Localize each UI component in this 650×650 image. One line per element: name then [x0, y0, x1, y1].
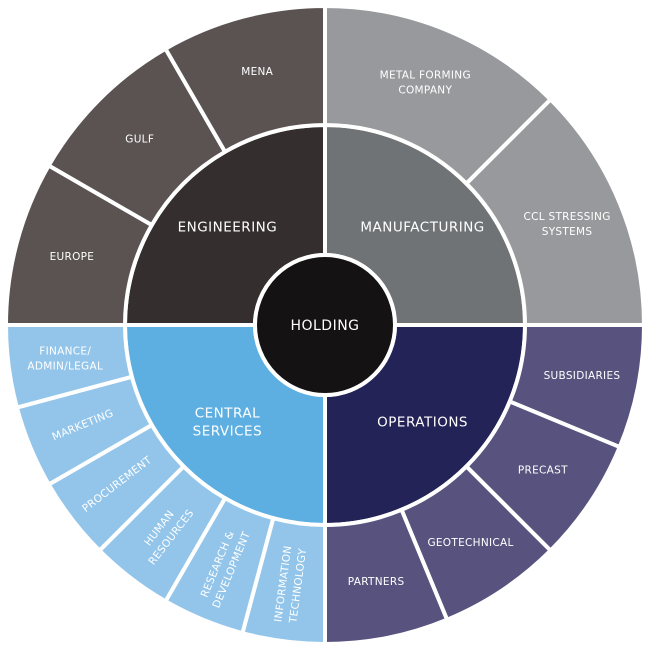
unit-label-geotechnical-line: GEOTECHNICAL [427, 537, 513, 549]
division-label-engineering: ENGINEERING [178, 219, 278, 235]
unit-label-geotechnical: GEOTECHNICAL [427, 537, 513, 549]
unit-label-metalforming-company-line: COMPANY [398, 84, 452, 96]
division-label-engineering-line: ENGINEERING [178, 219, 278, 235]
unit-label-finance-adminlegal-line: ADMIN/LEGAL [27, 361, 103, 373]
unit-label-europe-line: EUROPE [50, 251, 95, 263]
unit-label-europe: EUROPE [50, 251, 95, 263]
unit-label-gulf-line: GULF [125, 134, 154, 146]
unit-label-partners-line: PARTNERS [348, 576, 405, 588]
unit-label-subsidiaries-line: SUBSIDIARIES [544, 370, 621, 382]
unit-label-precast: PRECAST [518, 465, 568, 477]
division-label-central-services-line: SERVICES [193, 424, 262, 440]
unit-label-mena-line: MENA [241, 66, 273, 78]
unit-label-precast-line: PRECAST [518, 465, 568, 477]
unit-label-finance-adminlegal: FINANCE/ADMIN/LEGAL [27, 346, 103, 373]
division-label-central-services: CENTRAL SERVICES [193, 406, 262, 440]
division-label-manufacturing: MANUFACTURING [360, 219, 484, 235]
division-label-central-services-line: CENTRAL [195, 406, 260, 422]
unit-label-cclstressing-systems-line: CCL STRESSING [523, 211, 610, 223]
unit-label-finance-adminlegal-line: FINANCE/ [39, 346, 91, 358]
unit-finance-adminlegal[interactable] [3, 323, 135, 411]
holding-label: HOLDING [290, 318, 359, 334]
division-label-operations-line: OPERATIONS [377, 415, 468, 431]
unit-label-subsidiaries: SUBSIDIARIES [544, 370, 621, 382]
division-label-operations: OPERATIONS [377, 415, 468, 431]
unit-label-gulf: GULF [125, 134, 154, 146]
unit-label-partners: PARTNERS [348, 576, 405, 588]
holding-center[interactable] [253, 253, 397, 397]
unit-label-cclstressing-systems-line: SYSTEMS [542, 226, 593, 238]
unit-label-cclstressing-systems: CCL STRESSING SYSTEMS [523, 211, 610, 238]
unit-label-metalforming-company: METAL FORMING COMPANY [380, 69, 471, 96]
unit-label-metalforming-company-line: METAL FORMING [380, 69, 471, 81]
division-label-manufacturing-line: MANUFACTURING [360, 219, 484, 235]
unit-label-mena: MENA [241, 66, 273, 78]
